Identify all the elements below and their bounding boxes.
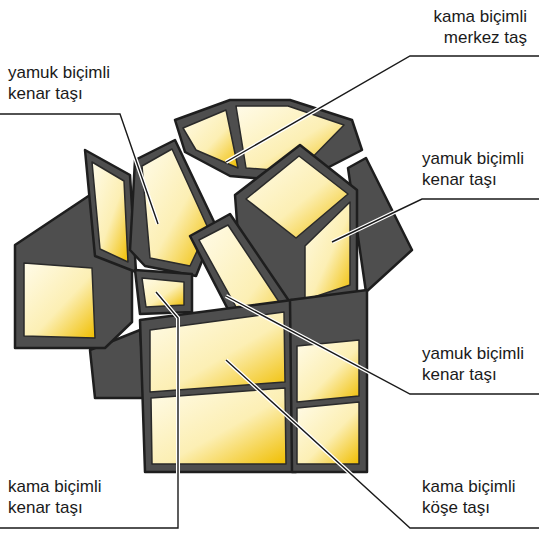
leader-halo [332, 199, 539, 242]
leader-line [0, 114, 158, 224]
mirror-sticker [305, 202, 350, 300]
cube-piece [135, 270, 192, 314]
leader-lines [0, 56, 539, 528]
cube-piece [85, 150, 136, 272]
cube-pieces [15, 100, 412, 472]
part-label: yamuk biçimli kenar taşı [422, 148, 539, 191]
mirror-sticker [151, 388, 286, 464]
piece-body [85, 150, 136, 272]
mirror-sticker [92, 162, 128, 262]
leader-line [226, 296, 539, 394]
part-label: kama biçimli merkez taş [409, 6, 527, 49]
part-label: yamuk biçimli kenar taşı [8, 62, 126, 105]
leader-halo [226, 296, 539, 394]
cube-piece [140, 300, 296, 472]
leader-line [226, 56, 539, 162]
mirror-sticker [24, 263, 95, 338]
leader-line [226, 360, 539, 528]
piece-body [135, 270, 192, 314]
leader-line [332, 199, 539, 242]
leader-halo [0, 292, 178, 528]
piece-body [290, 290, 367, 472]
leader-halo [226, 56, 539, 162]
piece-body [140, 300, 296, 472]
cube-piece [290, 290, 367, 472]
leader-line [0, 292, 178, 528]
leader-halo [0, 114, 158, 224]
part-label: yamuk biçimli kenar taşı [422, 343, 539, 386]
part-label: kama biçimli kenar taşı [8, 476, 126, 519]
leader-halo [226, 360, 539, 528]
part-label: kama biçimli köşe taşı [422, 476, 539, 519]
mirror-sticker [150, 312, 285, 392]
